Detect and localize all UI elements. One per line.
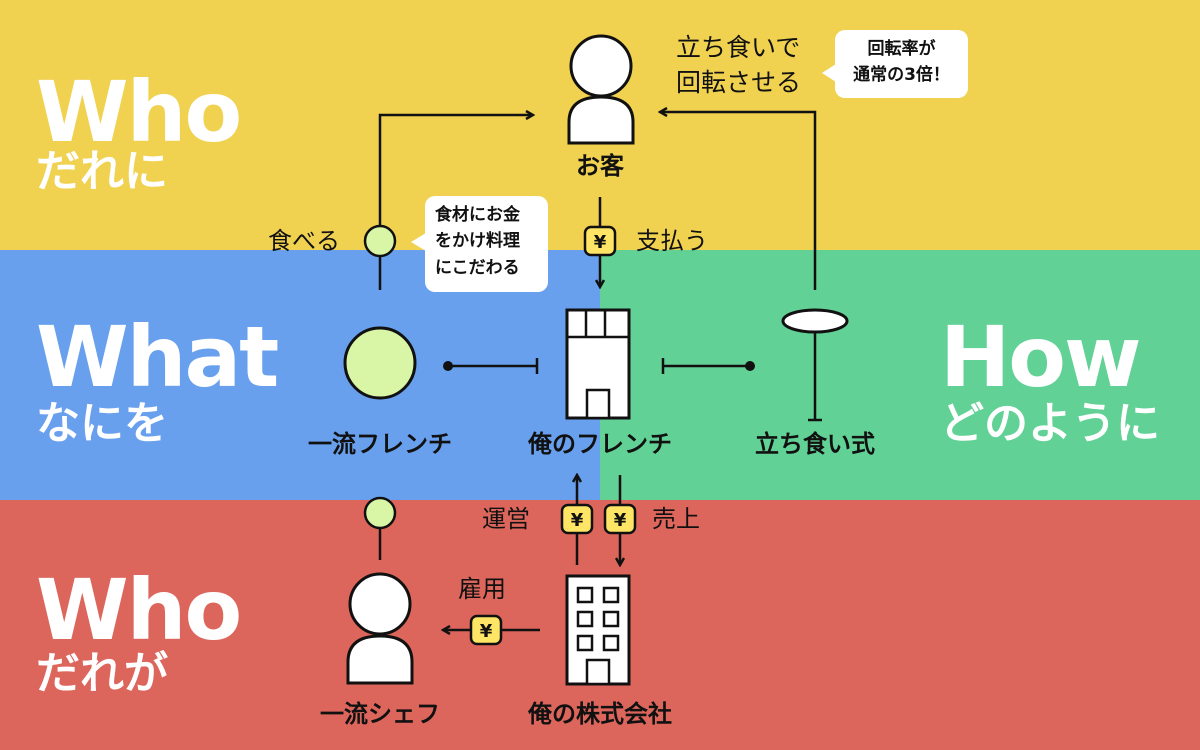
operate-label: 運営 — [482, 505, 530, 533]
section-right-subtitle: どのように — [940, 398, 1160, 449]
ingredients-note-line-3: にこだわる — [435, 257, 520, 278]
section-bottom-subtitle: だれが — [36, 648, 168, 699]
customer-label: お客 — [576, 152, 624, 180]
section-right-title: How — [940, 308, 1142, 406]
section-left-subtitle: なにを — [36, 398, 168, 449]
connector-french-to-shop — [443, 358, 539, 374]
my-french-label: 俺のフレンチ — [528, 430, 672, 458]
yen-symbol: ¥ — [480, 621, 493, 642]
standing-style-label: 立ち食い式 — [755, 430, 875, 458]
skill-marker-icon — [363, 496, 397, 530]
shop-building-icon — [565, 308, 631, 420]
connector-standing-to-shop — [661, 358, 755, 374]
ingredients-note-line-2: をかけ料理 — [435, 231, 520, 252]
ingredients-bubble-tail — [411, 233, 426, 251]
yen-symbol: ¥ — [614, 510, 627, 531]
turnover-rate-line-1: 回転率が — [867, 39, 936, 59]
section-right-background — [600, 250, 1200, 500]
section-top-subtitle: だれに — [36, 146, 168, 197]
turnover-rate-line-2: 通常の3倍！ — [853, 65, 950, 86]
turnover-rate-bubble-tail — [822, 64, 836, 82]
yen-badge-sales: ¥ — [603, 503, 637, 535]
turnover-rate-bubble: 回転率が 通常の3倍！ — [835, 30, 968, 98]
first-class-french-label: 一流フレンチ — [308, 430, 452, 458]
eat-marker-icon — [363, 224, 397, 258]
eat-label: 食べる — [268, 227, 340, 255]
sales-label: 売上 — [652, 505, 700, 533]
turnover-label: 立ち食いで 回転させる — [676, 30, 801, 100]
section-bottom-title: Who — [36, 561, 242, 659]
office-building-icon — [565, 574, 631, 686]
employ-label: 雇用 — [458, 575, 506, 603]
yen-badge-pay: ¥ — [583, 225, 617, 257]
pay-label: 支払う — [636, 227, 708, 255]
yen-symbol: ¥ — [571, 510, 584, 531]
my-company-label: 俺の株式会社 — [528, 700, 672, 728]
section-left-title: What — [36, 308, 279, 406]
person-icon — [567, 34, 635, 145]
section-top-title: Who — [36, 63, 242, 161]
turnover-connector — [660, 112, 817, 290]
first-class-chef-label: 一流シェフ — [320, 700, 440, 728]
standing-table-icon — [781, 308, 849, 422]
turnover-label-line-2: 回転させる — [676, 68, 802, 97]
ingredients-note-bubble: 食材にお金 をかけ料理 にこだわる — [425, 196, 548, 292]
person-icon — [346, 572, 414, 685]
circle-icon — [343, 326, 417, 400]
yen-symbol: ¥ — [594, 232, 607, 253]
yen-badge-operate: ¥ — [560, 503, 594, 535]
ingredients-note-line-1: 食材にお金 — [435, 205, 520, 225]
turnover-label-line-1: 立ち食いで — [676, 33, 801, 62]
yen-badge-employ: ¥ — [469, 614, 503, 646]
